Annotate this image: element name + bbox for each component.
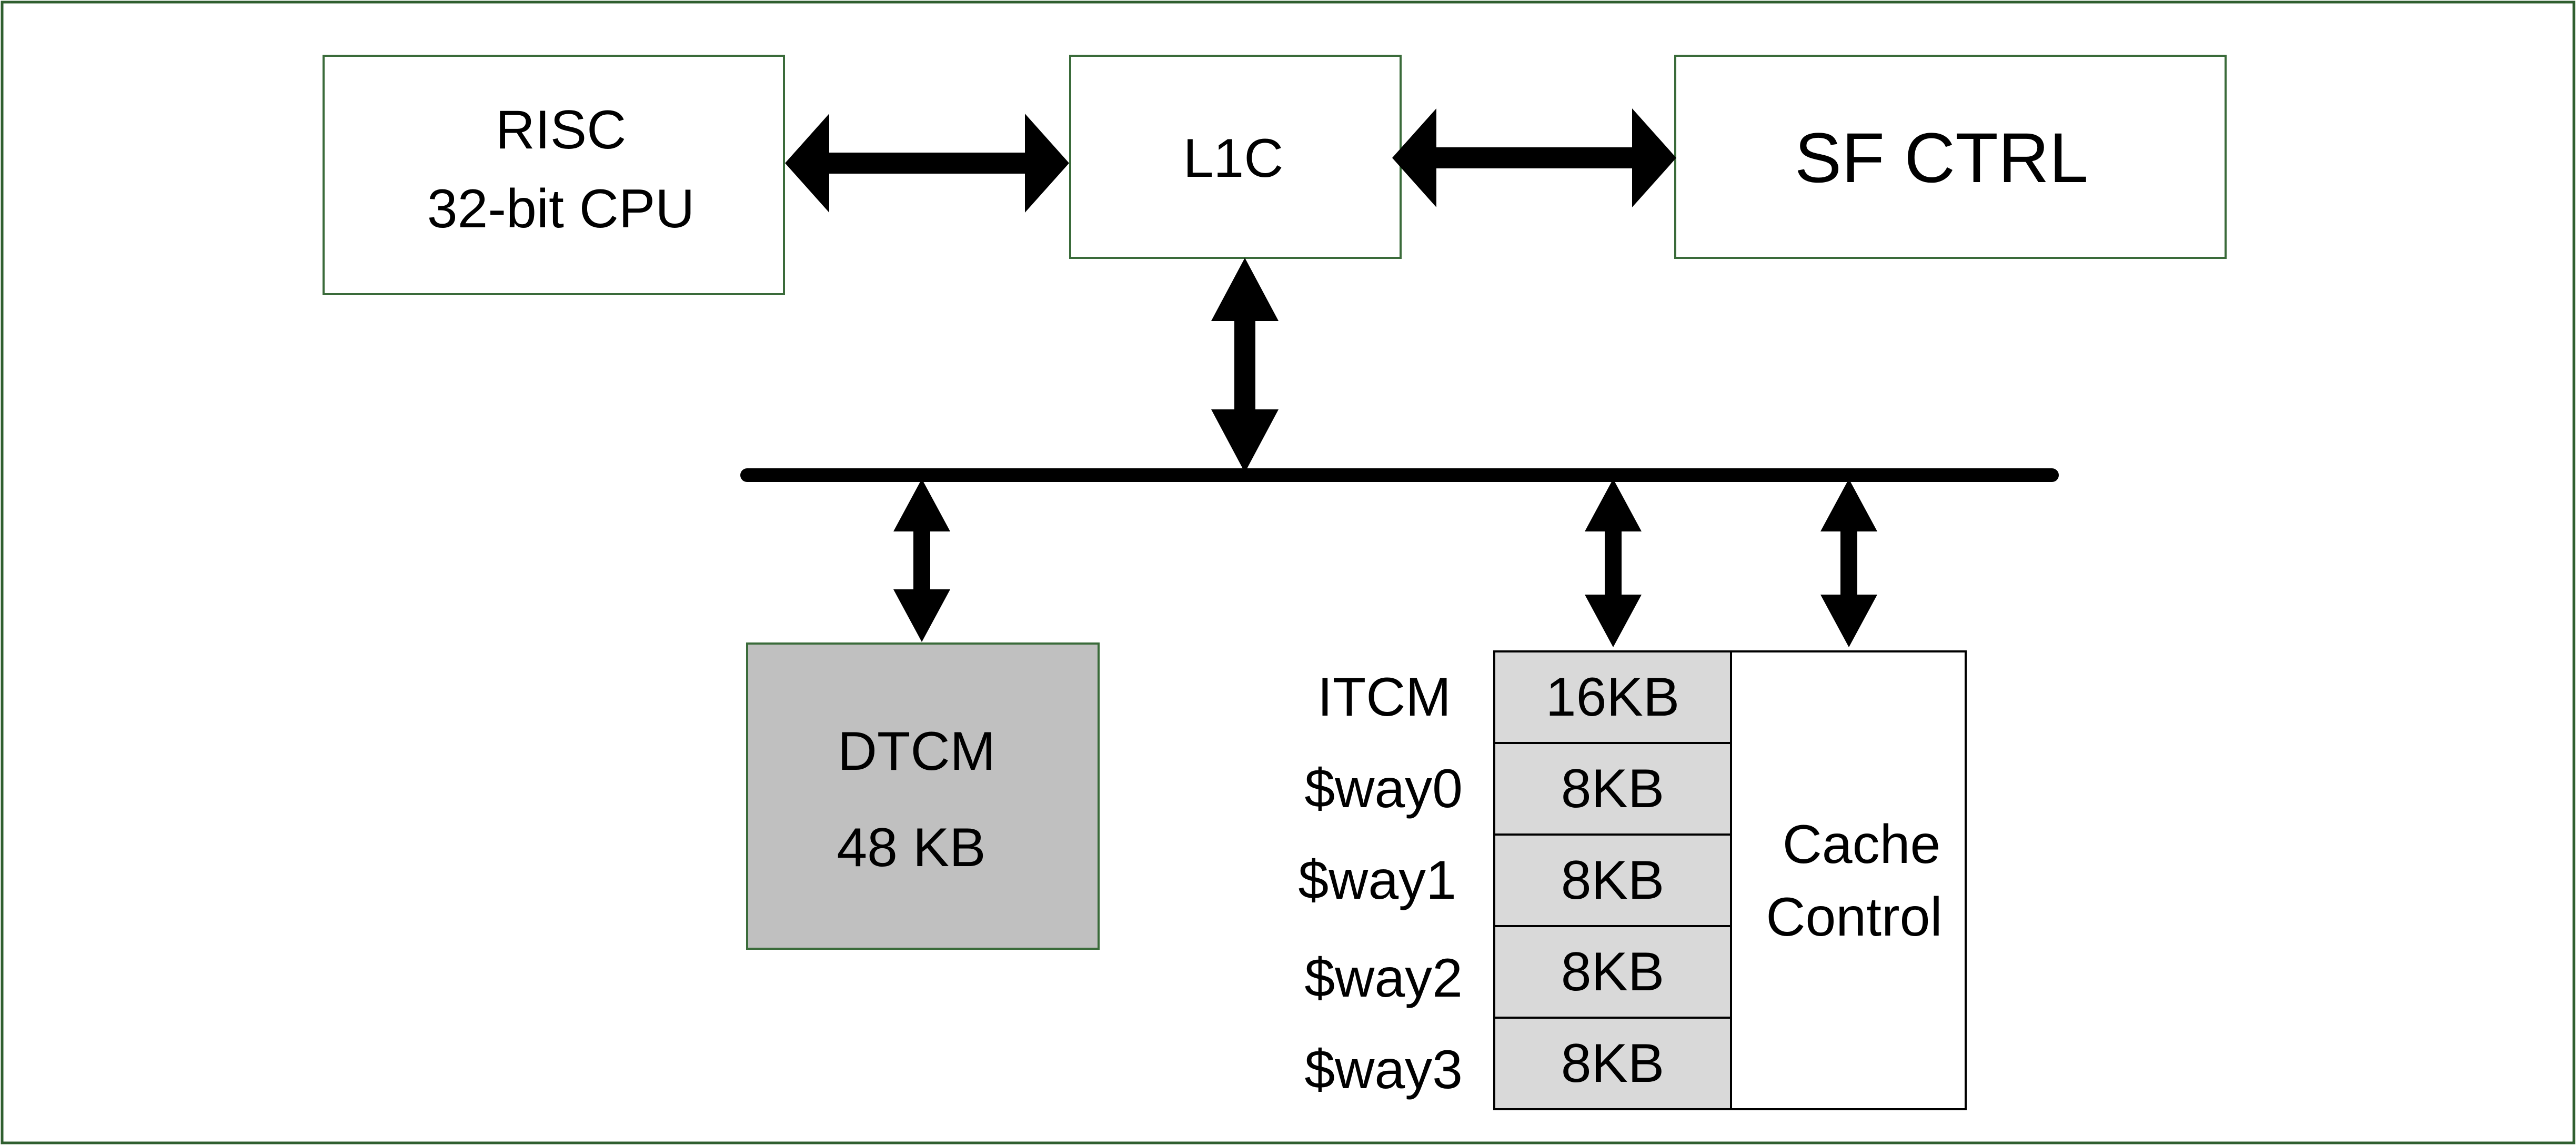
memory-row-itcm: 16KB ITCM: [1317, 650, 1732, 744]
l1c-box: [1069, 55, 1402, 259]
cache-control-label-line1: Cache: [1783, 814, 1941, 875]
memory-row-name: ITCM: [1317, 667, 1451, 728]
arrow-bus-dtcm: [893, 479, 950, 642]
memory-cell: [1493, 650, 1732, 744]
memory-row-way2: 8KB $way2: [1304, 925, 1732, 1019]
l1c-label: L1C: [1183, 128, 1284, 189]
memory-cell-size: 8KB: [1561, 941, 1665, 1002]
dtcm-size-label: 48 KB: [837, 817, 985, 878]
arrow-l1c-bus: [1211, 258, 1279, 473]
cpu-label: 32-bit CPU: [427, 178, 695, 239]
memory-row-name: $way3: [1304, 1039, 1463, 1100]
arrow-l1c-sfctrl: [1392, 108, 1676, 207]
sf-ctrl-label: SF CTRL: [1795, 119, 2088, 197]
memory-row-way3: 8KB $way3: [1304, 1017, 1732, 1110]
memory-cell: [1493, 925, 1732, 1019]
memory-row-way0: 8KB $way0: [1304, 742, 1732, 836]
dtcm-label: DTCM: [838, 721, 995, 782]
memory-cell-size: 8KB: [1561, 1033, 1665, 1094]
arrow-risc-l1c: [785, 114, 1069, 213]
memory-cell-size: 8KB: [1561, 850, 1665, 911]
memory-cell-size: 8KB: [1561, 758, 1665, 819]
memory-cell-size: 16KB: [1546, 667, 1679, 728]
memory-table: 16KB ITCM 8KB $way0 8KB $way1 8KB $way2 …: [1298, 650, 1732, 1110]
dtcm-box: [746, 642, 1100, 950]
sf-ctrl-block: SF CTRL: [1674, 55, 2227, 259]
memory-cell: [1493, 742, 1732, 836]
arrow-bus-cache-control: [1820, 479, 1877, 647]
memory-row-name: $way1: [1298, 850, 1456, 911]
cache-control-block: Cache Control: [1730, 650, 1967, 1110]
arrow-bus-itcm: [1585, 479, 1642, 647]
risc-cpu-block: RISC 32-bit CPU: [323, 55, 785, 295]
cache-control-box: [1730, 650, 1967, 1110]
cache-control-label-line2: Control: [1766, 887, 1942, 948]
memory-row-way1: 8KB $way1: [1298, 833, 1732, 927]
memory-cell: [1493, 1017, 1732, 1110]
memory-row-name: $way0: [1304, 758, 1463, 819]
sf-ctrl-box: [1674, 55, 2227, 259]
memory-cell: [1493, 833, 1732, 927]
l1c-block: L1C: [1069, 55, 1402, 259]
risc-label: RISC: [496, 99, 626, 160]
risc-cpu-box: [323, 55, 785, 295]
dtcm-block: DTCM 48 KB: [746, 642, 1100, 950]
memory-row-name: $way2: [1304, 948, 1463, 1009]
